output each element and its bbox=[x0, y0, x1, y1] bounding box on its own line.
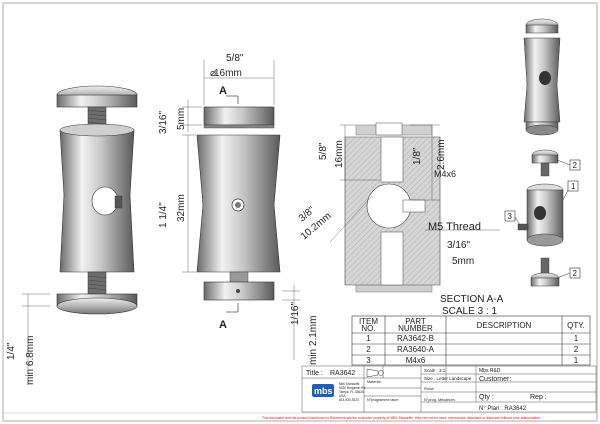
balloon-2-top bbox=[569, 159, 581, 171]
dim-height-mm: 32mm bbox=[176, 194, 187, 222]
m5-thread-label: M5 Thread bbox=[428, 221, 481, 233]
section-view bbox=[344, 122, 441, 293]
bom-row-part: RA3642-B bbox=[397, 334, 434, 343]
dim-m5-mm: 5mm bbox=[452, 256, 474, 267]
dim-left-mm: min 6.8mm bbox=[25, 336, 36, 385]
iso-exploded-view bbox=[517, 149, 564, 287]
mbs-logo-icon: mbs bbox=[312, 384, 334, 397]
bom-header-part: PART bbox=[405, 317, 426, 326]
dim-top-frac: 3/16" bbox=[158, 111, 169, 134]
program-label: N°programme laser: bbox=[367, 398, 399, 402]
dim-m5-frac: 3/16" bbox=[447, 240, 470, 251]
section-dim-lines bbox=[329, 124, 500, 243]
dim-top-mm: 5mm bbox=[176, 108, 187, 130]
dim-hole-mm: 2.6mm bbox=[436, 139, 447, 170]
dim-left-frac: 1/4" bbox=[6, 342, 17, 360]
bom-row-qty: 1 bbox=[574, 334, 579, 343]
company-line: USA bbox=[339, 394, 346, 398]
material-label: Material bbox=[367, 380, 381, 384]
dim-section-mm: 16mm bbox=[334, 140, 345, 168]
left-assembly-view bbox=[56, 85, 138, 315]
footer-notice: This document and the product mentioned … bbox=[262, 416, 541, 420]
company-line: 813-930-9323 bbox=[339, 398, 359, 402]
company-line: Mbs Standoffs bbox=[339, 382, 360, 386]
title-value: RA3642 bbox=[330, 370, 355, 377]
balloon-1-label: 1 bbox=[571, 182, 576, 191]
middle-view bbox=[196, 106, 281, 301]
bom-header-desc: DESCRIPTION bbox=[477, 321, 532, 330]
bom-header-no: NO. bbox=[361, 324, 375, 333]
section-marker-top: A bbox=[219, 85, 227, 97]
diameter-symbol: ⌀ bbox=[210, 68, 216, 79]
bom-row-item: 2 bbox=[366, 345, 371, 354]
bom-header-qty: QTY. bbox=[567, 321, 585, 330]
customer-label: Customer: bbox=[479, 376, 511, 383]
left-dimension bbox=[22, 293, 50, 385]
balloon-3-label: 3 bbox=[508, 212, 513, 221]
dim-hole-frac: 1/8" bbox=[412, 147, 423, 165]
balloon-1 bbox=[567, 180, 579, 192]
bom-header-number: NUMBER bbox=[398, 324, 433, 333]
dim-bottom-frac: 1/16" bbox=[290, 302, 301, 325]
bom-row-qty: 2 bbox=[574, 345, 579, 354]
dim-width-frac: 5/8" bbox=[226, 53, 244, 64]
title-label: Title : bbox=[306, 370, 323, 377]
bom-table bbox=[351, 315, 591, 366]
thread-label-m4: M4x6 bbox=[434, 169, 456, 179]
company-line: 5420 Benjamin Rd bbox=[339, 386, 365, 390]
bom-row-part: M4x6 bbox=[406, 356, 426, 365]
bom-row-item: 3 bbox=[366, 356, 371, 365]
balloon-leaders bbox=[514, 159, 571, 279]
qty-label: Qty : bbox=[479, 394, 494, 401]
section-line bbox=[226, 95, 239, 313]
size-label: Size : Letter Landscape bbox=[424, 376, 472, 381]
middle-dim-lines bbox=[182, 60, 300, 360]
rep-label: Rep : bbox=[530, 394, 547, 401]
mbs-rd-label: Mbs R&D bbox=[479, 368, 501, 374]
scale-label: Scale : 3:1 bbox=[424, 368, 446, 373]
section-title: SECTION A-A bbox=[440, 294, 504, 305]
bom-row-part: RA3640-A bbox=[397, 345, 435, 354]
balloon-2-bottom-label: 2 bbox=[573, 269, 578, 278]
dim-bottom-mm: min 2.1mm bbox=[308, 316, 319, 365]
finish-label: Finish bbox=[424, 387, 434, 391]
plan-label: N° Plan : RA3642 bbox=[479, 406, 527, 412]
projection-symbol-icon bbox=[366, 368, 384, 378]
prog-label: N°prog. Mécanum. bbox=[424, 398, 456, 402]
balloon-3 bbox=[504, 210, 516, 222]
iso-assembled-view bbox=[523, 18, 561, 136]
dim-section-frac: 5/8" bbox=[318, 142, 329, 160]
dim-height-frac: 1 1/4" bbox=[158, 202, 169, 228]
section-marker-bottom: A bbox=[219, 319, 227, 331]
balloon-2-top-label: 2 bbox=[573, 161, 578, 170]
company-line: Tampa, FL 33634 bbox=[339, 390, 364, 394]
section-scale: SCALE 3 : 1 bbox=[442, 306, 497, 317]
bom-header-item: ITEM bbox=[359, 317, 378, 326]
dim-width-mm: 16mm bbox=[214, 68, 242, 79]
balloon-2-bottom bbox=[569, 267, 581, 279]
bom-row-qty: 1 bbox=[574, 356, 579, 365]
logo-text: mbs bbox=[314, 386, 333, 396]
bom-row-item: 1 bbox=[366, 334, 371, 343]
title-block bbox=[301, 365, 597, 413]
